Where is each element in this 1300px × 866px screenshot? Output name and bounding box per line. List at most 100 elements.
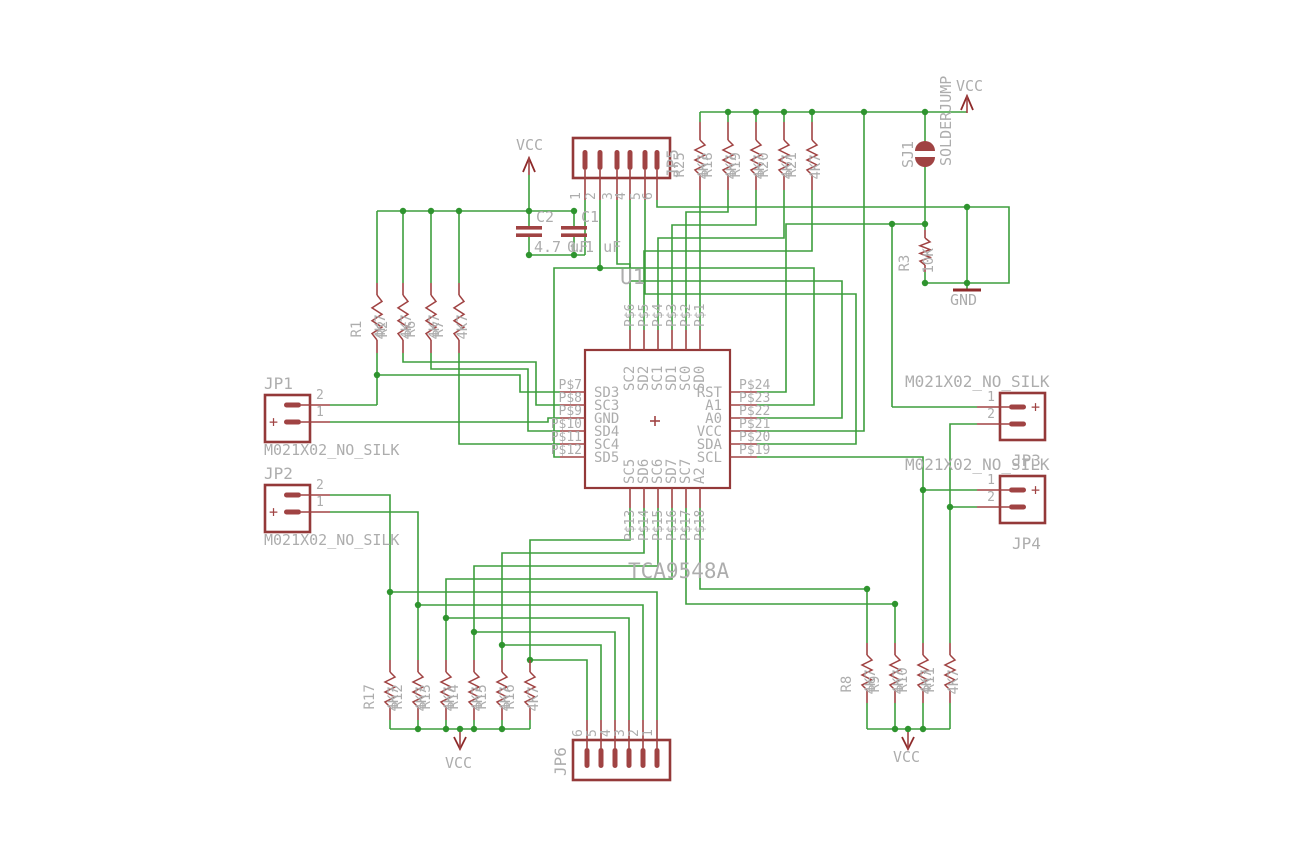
u1-pin-number: P$9 [559,404,582,419]
wire [629,200,843,419]
junction-dot [891,725,899,733]
connector-pad [642,150,648,170]
connector-body [571,136,672,180]
resistor-name: R18 [700,152,716,177]
wire [644,200,857,445]
resistor-value: 4K7 [470,686,486,711]
resistor-body [396,294,410,341]
connector-pin-number: 1 [316,405,324,420]
connector-pin-number: 3 [601,192,616,200]
connector-pin-number: 1 [987,473,995,488]
components-layer [263,93,1047,782]
wire [685,190,729,330]
u1-pin-label: A2 [692,467,708,484]
u1-pin-number: P$10 [551,417,582,432]
resistor-value: 4K7 [386,686,402,711]
connector-body [263,393,312,444]
u1-pin-label: SC0 [678,366,694,391]
connector-name: JP4 [1012,534,1041,553]
junction-dot [860,108,868,116]
connector-pad [614,150,620,170]
vcc-label: VCC [893,748,920,766]
connector-name: JP5 [663,149,682,178]
connector-pin-number: 2 [627,729,642,737]
u1-value: TCA9548A [628,559,730,583]
wire [474,631,616,720]
u1-pin-number: P$22 [739,404,770,419]
wire [657,190,785,330]
junction-dot [752,108,760,116]
u1-pin-number: P$18 [693,510,708,541]
resistor-name: R21 [784,152,800,177]
wire [530,659,588,720]
u1-pin-label: SC6 [650,459,666,484]
connector-pin-number: 2 [987,407,995,422]
wire [445,508,673,618]
junction-dot [963,279,971,287]
connector-body [998,391,1047,442]
wire [643,190,813,330]
connector-pin-number: 2 [316,388,324,403]
u1-pin-label: SC4 [594,437,619,453]
u1-pin-label: SCL [697,450,722,466]
wire [757,112,865,432]
resistor-name: R3 [897,255,913,272]
junction-dot [921,220,929,228]
resistor-body [523,671,537,708]
u1-pin-number: P$3 [665,304,680,327]
u1-pin-label: SD5 [594,450,619,466]
u1-pin-number: P$8 [559,391,582,406]
connector-pad [627,150,633,170]
u1-pin-label: SD1 [664,366,680,391]
resistor-name: R15 [474,684,490,709]
u1-pin-number: P$20 [739,430,770,445]
gnd-label: GND [950,291,977,309]
resistor-value: 4K7 [427,314,443,339]
connector-body [263,483,312,534]
u1-pin-label: SDA [697,437,723,453]
wire [599,200,815,406]
wire [502,644,602,720]
connector-pad [1009,421,1026,427]
resistor-name: R6 [403,321,419,338]
connector-pad [612,748,618,768]
u1-pin-number: P$21 [739,417,770,432]
u1-pin-number: P$12 [551,443,582,458]
resistor-body [693,139,707,176]
junction-dot [891,600,899,608]
u1-pin-number: P$1 [693,304,708,327]
connector-name: JP2 [264,464,293,483]
vcc-label: VCC [445,754,472,772]
connector-name: JP3 [1012,451,1041,470]
u1-pin-number: P$13 [623,510,638,541]
u1-pin-number: P$6 [623,304,638,327]
capacitor-value: 4.7 uF [534,238,588,256]
junction-dot [904,725,912,733]
wire [699,508,868,643]
resistor-value: 4K7 [752,154,768,179]
connector-pin-number: 1 [569,192,584,200]
plus-mark: + [269,413,278,431]
u1-pin-number: P$17 [679,510,694,541]
junction-dot [808,108,816,116]
resistor-name: R2 [375,321,391,338]
resistor-value: 4K7 [526,686,542,711]
u1-pin-number: P$16 [665,510,680,541]
u1-pin-number: P$15 [651,510,666,541]
vcc-label: VCC [956,77,983,95]
resistor-body [424,294,438,341]
connector-pad [584,748,590,768]
u1-pin-label: SD7 [664,459,680,484]
resistor-name: R17 [362,684,378,709]
connector-pin-number: 1 [641,729,656,737]
junction-dot [427,207,435,215]
junction-dot [780,108,788,116]
resistor-body [805,139,819,176]
connector-pad [1009,487,1026,493]
u1-pin-label: A1 [705,398,722,414]
u1-pin-label: SD2 [636,366,652,391]
resistor-body [721,139,735,176]
connector-pad [1009,504,1026,510]
